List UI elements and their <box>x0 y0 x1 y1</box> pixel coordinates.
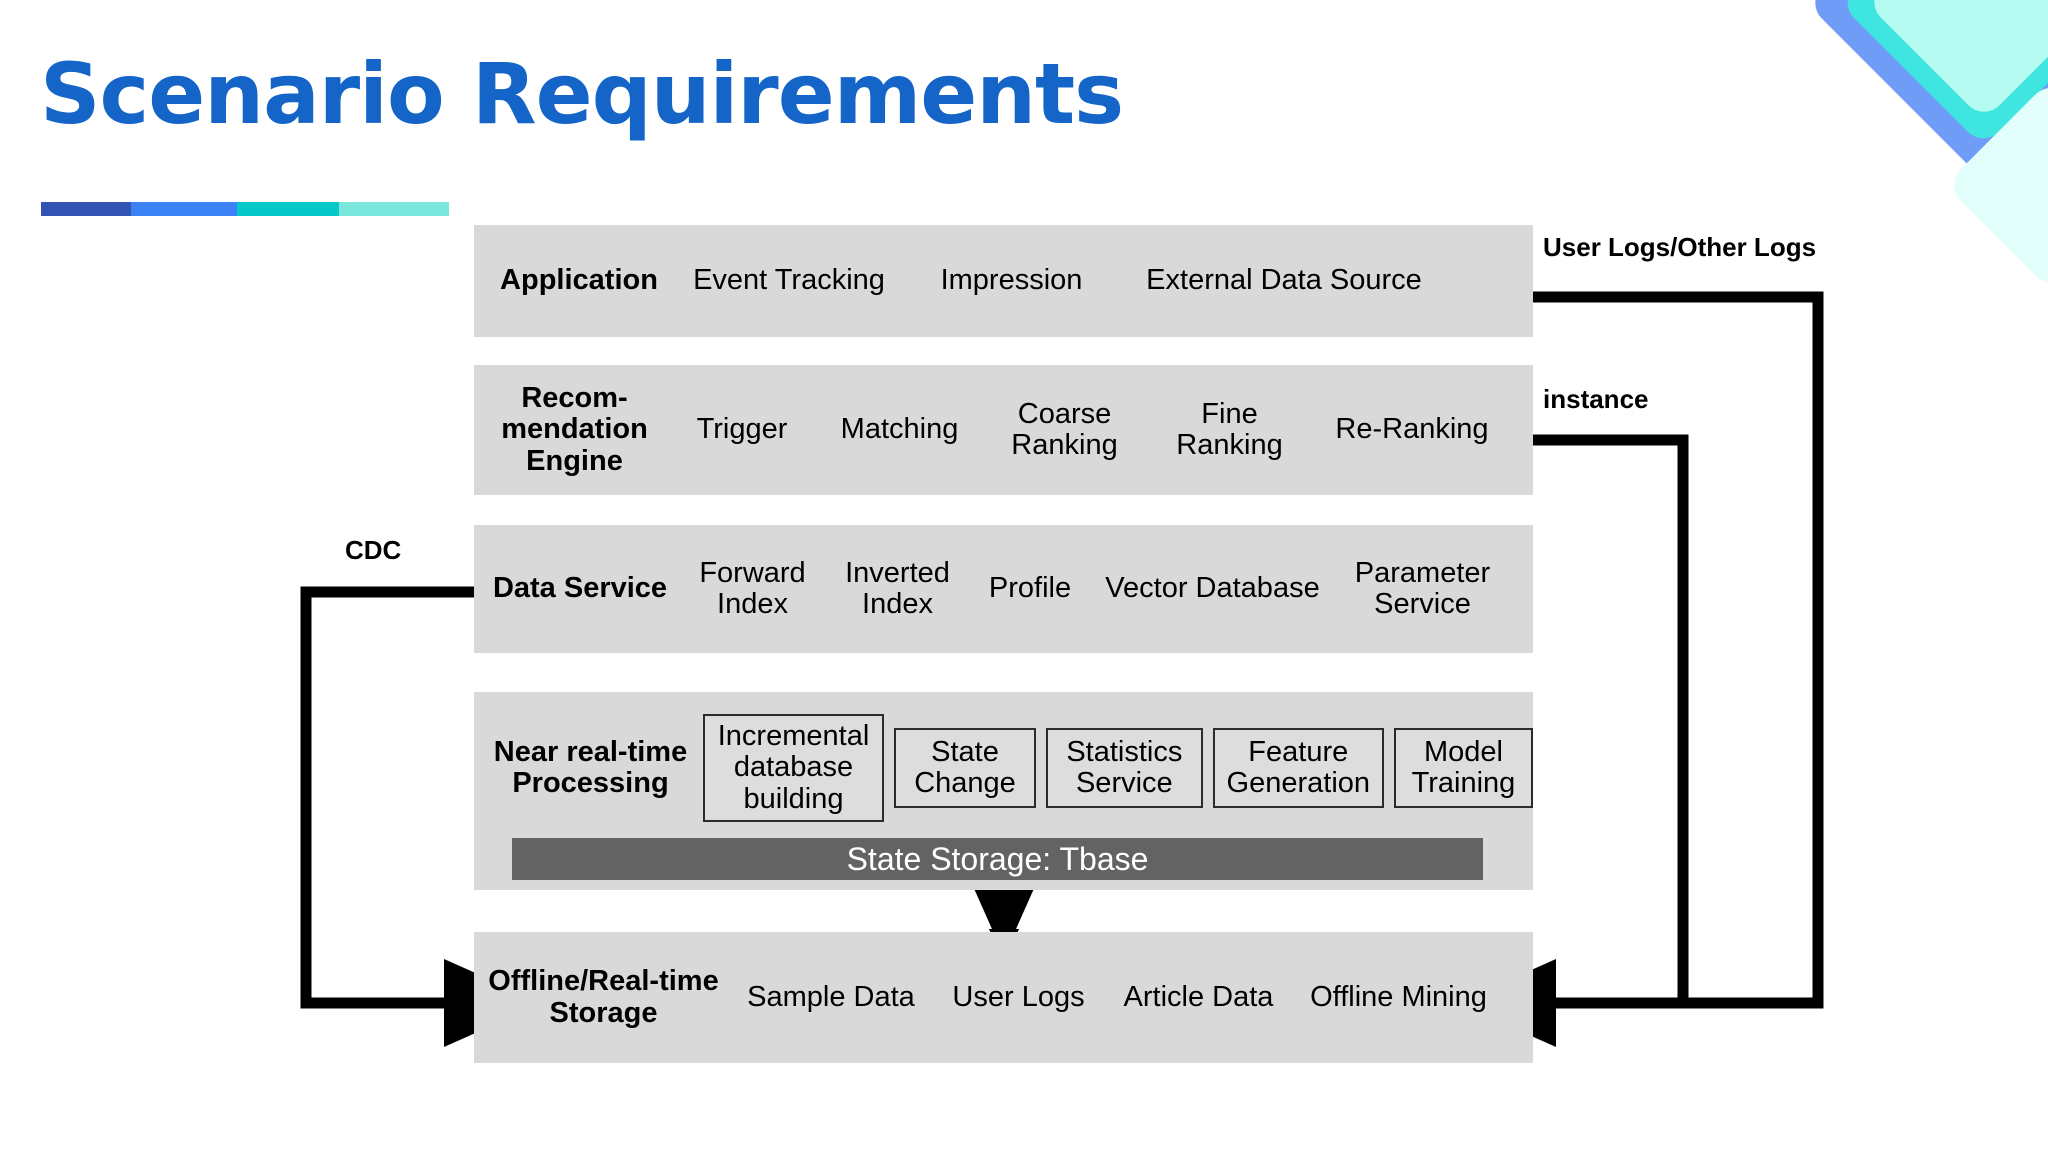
band-item-external-data-source: External Data Source <box>1146 264 1422 297</box>
nrt-box-row: Near real-time Processing Incremental da… <box>474 692 1533 838</box>
band-item-event-tracking: Event Tracking <box>693 264 885 297</box>
nrt-label-line-1: Near real-time <box>493 735 688 768</box>
band-item-fine-ranking: Fine Ranking <box>1147 397 1312 462</box>
nrt-box-feature-generation[interactable]: Feature Generation <box>1212 728 1384 808</box>
model-training-line-1: Model <box>1423 735 1503 768</box>
band-application: Application Event Tracking Impression Ex… <box>474 225 1533 337</box>
inverted-index-line-2: Index <box>862 588 933 620</box>
statistics-service-line-2: Service <box>1075 767 1173 799</box>
band-item-impression: Impression <box>940 264 1083 297</box>
coarse-ranking-line-2: Ranking <box>1011 429 1118 461</box>
band-item-coarse-ranking: Coarse Ranking <box>982 397 1147 462</box>
band-item-offline-mining: Offline Mining <box>1310 980 1487 1013</box>
nrt-box-incremental-database-building[interactable]: Incremental database building <box>703 714 885 822</box>
edge-label-instance: instance <box>1543 384 1649 414</box>
band-label-recommendation-engine: Recom- mendation Engine <box>482 382 667 477</box>
state-storage-bar: State Storage: Tbase <box>512 838 1483 880</box>
page-title: Scenario Requirements <box>40 45 1124 143</box>
band-label-application: Application <box>500 264 658 297</box>
parameter-service-line-2: Service <box>1374 588 1471 620</box>
band-label-line-3: Engine <box>526 444 623 477</box>
model-training-line-2: Training <box>1411 767 1516 799</box>
fine-ranking-line-2: Ranking <box>1176 429 1283 461</box>
cdc-connector <box>300 586 543 1047</box>
band-label-line-2: mendation <box>501 413 648 446</box>
edge-label-cdc: CDC <box>345 535 402 565</box>
state-change-line-1: State <box>931 735 999 768</box>
feature-generation-line-2: Generation <box>1226 767 1371 799</box>
band-recommendation-engine: Recom- mendation Engine Trigger Matching… <box>474 365 1533 495</box>
edge-label-user-logs: User Logs/Other Logs <box>1543 232 1817 262</box>
forward-index-line-1: Forward <box>699 556 806 589</box>
incr-db-line-3: building <box>743 782 844 815</box>
title-accent-rule <box>41 202 449 216</box>
nrt-box-model-training[interactable]: Model Training <box>1393 728 1533 808</box>
accent-segment-2 <box>130 202 237 216</box>
forward-index-line-2: Index <box>717 588 788 620</box>
band-label-line-1: Recom- <box>521 382 628 415</box>
band-near-real-time-processing: Near real-time Processing Incremental da… <box>474 692 1533 890</box>
band-item-parameter-service: Parameter Service <box>1335 556 1510 621</box>
accent-segment-4 <box>338 202 449 216</box>
incr-db-line-2: database <box>733 751 854 784</box>
incr-db-line-1: Incremental <box>717 720 870 753</box>
band-label-nrt: Near real-time Processing <box>478 735 703 800</box>
nrt-label-line-2: Processing <box>512 767 669 799</box>
band-label-storage: Offline/Real-time Storage <box>476 965 731 1029</box>
band-item-article-data: Article Data <box>1123 980 1274 1013</box>
band-item-trigger: Trigger <box>696 413 788 446</box>
feature-generation-line-1: Feature <box>1248 735 1349 768</box>
nrt-box-state-change[interactable]: State Change <box>894 728 1037 808</box>
storage-label-line-2: Storage <box>549 996 658 1029</box>
instance-connector <box>1533 434 1689 1009</box>
band-label-data-service: Data Service <box>492 572 668 605</box>
band-item-sample-data: Sample Data <box>747 980 915 1013</box>
storage-label-line-1: Offline/Real-time <box>488 965 719 998</box>
band-item-vector-database: Vector Database <box>1105 572 1320 605</box>
band-item-profile: Profile <box>988 572 1072 605</box>
band-item-matching: Matching <box>840 413 959 446</box>
band-item-forward-index: Forward Index <box>680 556 825 621</box>
inverted-index-line-1: Inverted <box>845 556 950 589</box>
state-change-line-2: Change <box>914 767 1016 799</box>
band-data-service: Data Service Forward Index Inverted Inde… <box>474 525 1533 653</box>
parameter-service-line-1: Parameter <box>1354 556 1491 589</box>
band-offline-realtime-storage: Offline/Real-time Storage Sample Data Us… <box>474 932 1533 1063</box>
fine-ranking-line-1: Fine <box>1201 397 1258 430</box>
statistics-service-line-1: Statistics <box>1066 735 1183 768</box>
accent-segment-1 <box>41 202 131 216</box>
coarse-ranking-line-1: Coarse <box>1017 397 1112 430</box>
nrt-box-statistics-service[interactable]: Statistics Service <box>1046 728 1203 808</box>
band-item-re-ranking: Re-Ranking <box>1335 413 1489 446</box>
band-item-user-logs: User Logs <box>952 980 1085 1013</box>
accent-segment-3 <box>236 202 339 216</box>
band-item-inverted-index: Inverted Index <box>825 556 970 621</box>
